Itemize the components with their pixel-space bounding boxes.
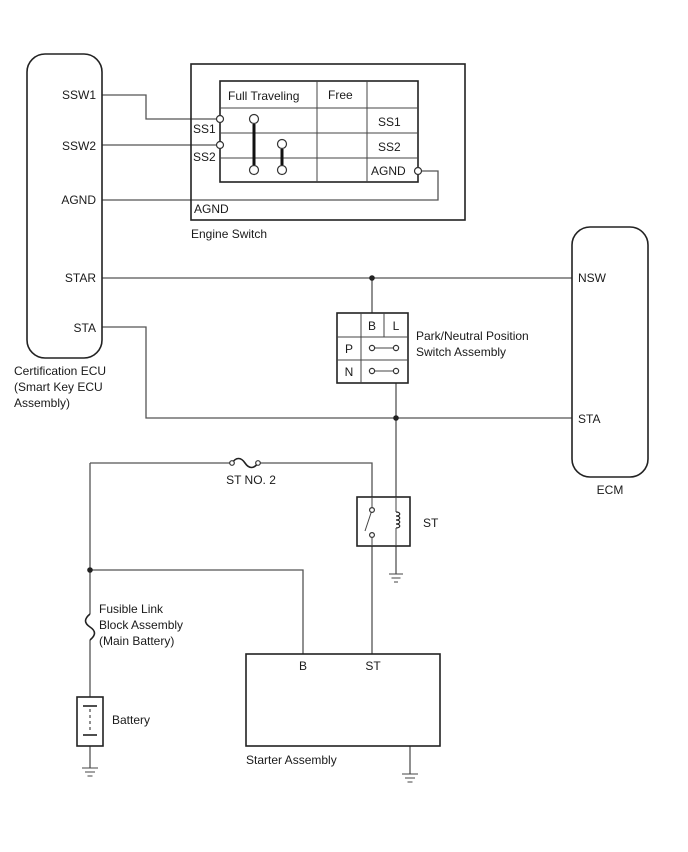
wire-fuse-to-relay	[258, 462, 373, 497]
relay-label: ST	[423, 516, 439, 530]
starter-label: Starter Assembly	[246, 753, 337, 767]
ecm-label: ECM	[597, 483, 624, 497]
ecm-pin-nsw: NSW	[578, 271, 607, 285]
fusible-link-label-line-2: Block Assembly	[99, 618, 183, 632]
certification-ecu: SSW1 SSW2 AGND STAR STA Certification EC…	[14, 53, 106, 410]
pn-switch-col-l: L	[393, 319, 400, 333]
park-neutral-switch: B L P N Park/Neutral Position Switch Ass…	[336, 312, 529, 384]
ecu-body	[26, 53, 103, 359]
ecm-body	[571, 226, 649, 478]
wires	[89, 94, 572, 774]
ground-icon	[402, 773, 418, 783]
fuse-label: ST NO. 2	[226, 473, 276, 487]
starter-assembly: B ST Starter Assembly	[245, 653, 441, 767]
ecu-caption-line-2: (Smart Key ECU	[14, 380, 103, 394]
fusible-link-label-line-3: (Main Battery)	[99, 634, 174, 648]
ground-icon	[389, 573, 403, 583]
ecu-pin-ssw2: SSW2	[62, 139, 96, 153]
battery-body	[76, 696, 104, 747]
engine-switch-label: Engine Switch	[191, 227, 267, 241]
engine-switch-right-pin-agnd: AGND	[371, 164, 406, 178]
ecu-pin-agnd: AGND	[61, 193, 96, 207]
engine-switch-table	[219, 80, 419, 183]
pn-switch-label-line-2: Switch Assembly	[416, 345, 506, 359]
ecm-pin-sta: STA	[578, 412, 600, 426]
engine-switch-right-pin-ss1: SS1	[378, 115, 401, 129]
connector-terminal	[215, 114, 225, 124]
contact-terminal	[276, 138, 288, 150]
st-relay: ST	[356, 496, 439, 547]
connector-terminal	[215, 140, 225, 150]
engine-switch-housing	[190, 63, 466, 221]
fusible-link: Fusible Link Block Assembly (Main Batter…	[84, 602, 183, 648]
relay-body	[356, 496, 411, 547]
engine-switch-col-full-traveling: Full Traveling	[228, 89, 299, 103]
pn-switch-col-b: B	[368, 319, 376, 333]
ground-icon	[82, 767, 98, 777]
connector-terminal	[413, 166, 423, 176]
contact-terminal	[392, 344, 400, 352]
junction-dot	[87, 567, 93, 573]
junction-dot	[393, 415, 399, 421]
wire-starter-b	[90, 569, 304, 654]
fusible-link-icon	[84, 613, 96, 641]
starter-pin-b: B	[299, 659, 307, 673]
ecm: NSW STA ECM	[571, 226, 649, 497]
contact-terminal	[392, 367, 400, 375]
starter-body	[245, 653, 441, 747]
ecu-caption-line-3: Assembly)	[14, 396, 70, 410]
relay-coil-icon	[395, 511, 401, 529]
fuse-st-no2: ST NO. 2	[226, 457, 276, 487]
wire-agnd	[102, 170, 439, 201]
fuse-icon	[231, 457, 259, 469]
engine-switch-left-pin-ss1: SS1	[193, 122, 216, 136]
contact-terminal	[368, 367, 376, 375]
pn-switch-row-n: N	[345, 365, 354, 379]
ecu-pin-star: STAR	[65, 271, 96, 285]
contact-terminal	[368, 344, 376, 352]
starter-pin-st: ST	[365, 659, 381, 673]
junction-dot	[369, 275, 375, 281]
engine-switch-right-pin-ss2: SS2	[378, 140, 401, 154]
contact-terminal	[276, 164, 288, 176]
pn-switch-row-p: P	[345, 342, 353, 356]
engine-switch-left-pin-ss2: SS2	[193, 150, 216, 164]
fusible-link-label-line-1: Fusible Link	[99, 602, 164, 616]
ecu-caption-line-1: Certification ECU	[14, 364, 106, 378]
contact-terminal	[248, 113, 260, 125]
contact-terminal	[248, 164, 260, 176]
pn-switch-body	[336, 312, 409, 384]
ecu-pin-ssw1: SSW1	[62, 88, 96, 102]
wire-sta-ecm	[102, 326, 572, 419]
pn-switch-label-line-1: Park/Neutral Position	[416, 329, 529, 343]
battery-label: Battery	[112, 713, 150, 727]
wire-ssw1	[102, 94, 218, 120]
relay-switch-contact	[364, 509, 373, 532]
engine-switch: Full Traveling Free SS1 SS2 AGND SS1 SS2…	[190, 63, 466, 241]
engine-switch-bottom-pin-agnd: AGND	[194, 202, 229, 216]
ecu-pin-sta: STA	[74, 321, 96, 335]
battery: Battery	[76, 696, 150, 747]
engine-switch-col-free: Free	[328, 88, 353, 102]
